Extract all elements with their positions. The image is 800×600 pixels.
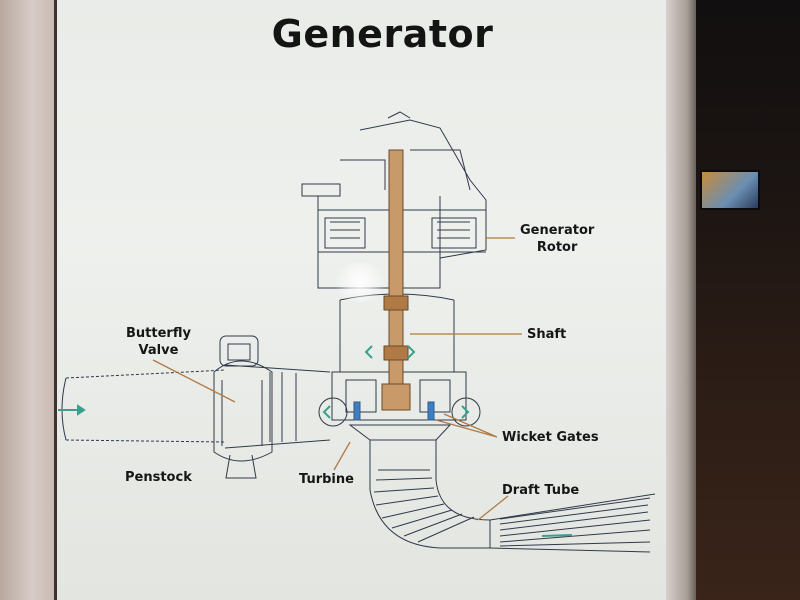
label-generator-rotor-line2: Rotor xyxy=(536,240,578,255)
label-generator-rotor-line1: Generator xyxy=(520,223,595,238)
label-butterfly-valve: Butterfly Valve xyxy=(126,325,191,359)
label-penstock: Penstock xyxy=(125,470,192,485)
label-shaft: Shaft xyxy=(527,327,567,342)
background-screen xyxy=(700,170,760,210)
wall-background xyxy=(0,0,54,600)
label-generator-rotor: Generator Rotor xyxy=(520,222,594,256)
butterfly-valve-drawing xyxy=(213,335,273,479)
panel-frame xyxy=(666,0,696,600)
panel-title: Generator xyxy=(271,12,494,56)
light-glare xyxy=(330,262,390,302)
label-turbine: Turbine xyxy=(299,472,354,487)
leader-lines xyxy=(152,237,522,521)
draft-tube-drawing xyxy=(348,424,656,553)
label-draft-tube: Draft Tube xyxy=(502,483,580,498)
museum-background xyxy=(696,0,800,600)
generator-housing xyxy=(301,111,487,289)
label-butterfly-valve-line1: Butterfly xyxy=(126,326,191,341)
panel-title-wrap: Generator xyxy=(0,12,800,56)
wicket-gates-drawing xyxy=(353,401,435,421)
flow-arrows xyxy=(58,345,573,537)
label-butterfly-valve-line2: Valve xyxy=(138,343,179,358)
label-wicket-gates: Wicket Gates xyxy=(502,430,599,445)
shaft-drawing xyxy=(381,149,411,411)
turbine-pit xyxy=(318,293,481,427)
penstock-pipe xyxy=(61,364,331,449)
